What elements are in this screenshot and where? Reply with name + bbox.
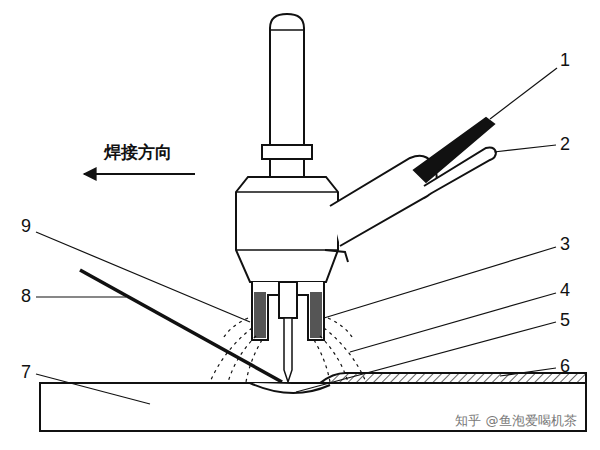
workpiece <box>40 373 586 431</box>
callout-number: 6 <box>560 357 570 375</box>
callout-number: 4 <box>560 281 570 299</box>
leader-lines <box>36 68 557 404</box>
callout-number: 2 <box>560 135 570 153</box>
direction-label: 焊接方向 <box>104 144 172 161</box>
callout-number: 1 <box>560 51 570 69</box>
callout-number: 7 <box>21 363 31 381</box>
callout-number: 8 <box>21 287 31 305</box>
callout-number: 9 <box>21 217 31 235</box>
watermark: 知乎 @鱼泡爱喝机茶 <box>455 414 576 427</box>
filler-rod <box>80 270 282 382</box>
callout-number: 5 <box>560 311 570 329</box>
torch <box>236 14 496 382</box>
callout-number: 3 <box>560 235 570 253</box>
direction-arrow <box>84 173 195 175</box>
